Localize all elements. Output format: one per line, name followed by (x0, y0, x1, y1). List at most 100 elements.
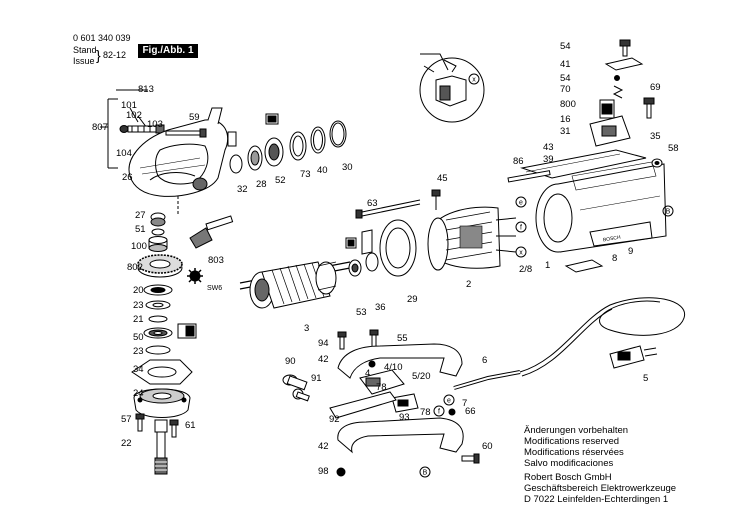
marker-f-bottom-label: f (438, 409, 440, 416)
bearing-27 (150, 212, 166, 227)
callout-7: 7 (462, 398, 467, 409)
marker-x-right-label: x (519, 250, 523, 257)
callout-6: 6 (482, 355, 487, 366)
bevel-gear-802 (137, 254, 183, 278)
screw-57 (135, 413, 145, 432)
leader-detail (420, 53, 449, 71)
callout-52: 52 (275, 175, 286, 186)
plate-8 (564, 259, 604, 273)
switch-800 (599, 99, 615, 119)
rod-86 (507, 170, 551, 183)
callout-91: 91 (311, 373, 322, 384)
callout-69: 69 (650, 82, 661, 93)
clamp-66 (448, 408, 456, 416)
callout-90: 90 (285, 356, 296, 367)
clip-32 (227, 131, 243, 174)
marker-f-right (515, 221, 527, 233)
callout-26: 26 (122, 172, 133, 183)
handle-half-42-bottom (337, 417, 464, 454)
screw-59 (165, 128, 207, 138)
notice-de: Änderungen vorbehalten (524, 425, 629, 436)
bosch-label: BOSCH (603, 234, 622, 243)
callout-807: 807 (92, 122, 108, 133)
callout-98: 98 (318, 466, 329, 477)
lock-pin-assembly (119, 124, 165, 134)
callout-803: 803 (208, 255, 224, 266)
marker-b-bottom-label: B (423, 470, 428, 477)
callout-800: 800 (560, 99, 576, 110)
screw-54-top (619, 39, 631, 57)
lever-92 (329, 391, 397, 419)
callout-100: 100 (131, 241, 147, 252)
power-cable (453, 297, 686, 390)
ring-36 (345, 237, 379, 272)
issue-date: 82-12 (103, 50, 127, 60)
marker-b-right (662, 205, 674, 217)
screw-45 (431, 189, 441, 210)
callout-20: 20 (133, 285, 144, 296)
callout-27: 27 (135, 210, 146, 221)
ring-40 (310, 126, 326, 154)
callout-61: 61 (185, 420, 196, 431)
callout-1: 1 (545, 260, 550, 271)
marker-b-bottom (419, 466, 431, 478)
callout-93: 93 (399, 412, 410, 423)
notice-en: Modifications reserved (524, 436, 620, 447)
figure-label: Fig./Abb. 1 (138, 44, 198, 58)
marker-f-bottom (433, 405, 445, 417)
callout-SW6: SW6 (207, 285, 222, 292)
callout-63: 63 (367, 198, 378, 209)
callout-41: 41 (560, 59, 571, 70)
flange-34 (131, 359, 193, 385)
callout-21: 21 (133, 314, 144, 325)
callout-50: 50 (133, 332, 144, 343)
marker-x-top-label: x (472, 77, 476, 84)
ring-51 (151, 228, 165, 236)
callout-4: 4 (365, 368, 370, 379)
bolt-90 (282, 374, 308, 391)
ring-73 (289, 131, 307, 161)
gear-housing (128, 107, 229, 197)
company-address: D 7022 Leinfelden-Echterdingen 1 (524, 494, 669, 505)
bolt-91 (292, 388, 310, 402)
callout-92: 92 (329, 414, 340, 425)
issue-label: Issue (73, 56, 95, 66)
callout-51: 51 (135, 224, 146, 235)
bearing-52 (264, 113, 284, 167)
callout-55: 55 (397, 333, 408, 344)
callout-24: 24 (133, 388, 144, 399)
callout-4-10: 4/10 (384, 362, 403, 373)
marker-x-right (515, 246, 527, 258)
callout-86: 86 (513, 156, 524, 167)
screw-61 (169, 419, 179, 438)
notice-es: Salvo modificaciones (524, 458, 614, 469)
callout-66: 66 (465, 406, 476, 417)
marker-f-right-label: f (520, 225, 522, 232)
bearing-flange-24 (133, 388, 191, 418)
callout-813: 813 (138, 84, 154, 95)
company-name: Robert Bosch GmbH (524, 472, 612, 483)
callout-34: 34 (133, 364, 144, 375)
callout-2-8: 2/8 (519, 264, 532, 275)
screw-69 (643, 97, 655, 119)
callout-35: 35 (650, 131, 661, 142)
bearing-28 (247, 145, 263, 171)
pinion-803 (189, 215, 234, 249)
marker-e-right-label: e (519, 200, 523, 207)
callout-29: 29 (407, 294, 418, 305)
marker-e-bottom (443, 394, 455, 406)
motor-housing-1 (535, 161, 667, 253)
callout-42: 42 (318, 354, 329, 365)
bearing-53 (348, 259, 362, 277)
marker-e-bottom-label: e (447, 398, 451, 405)
callout-59: 59 (189, 112, 200, 123)
bracket-807 (100, 98, 118, 169)
callout-36: 36 (375, 302, 386, 313)
callout-5: 5 (643, 373, 648, 384)
callout-3: 3 (304, 323, 309, 334)
screw-54-mid (614, 75, 620, 81)
screw-63 (355, 199, 421, 219)
callout-28: 28 (256, 179, 267, 190)
marker-b-right-label: B (666, 209, 671, 216)
